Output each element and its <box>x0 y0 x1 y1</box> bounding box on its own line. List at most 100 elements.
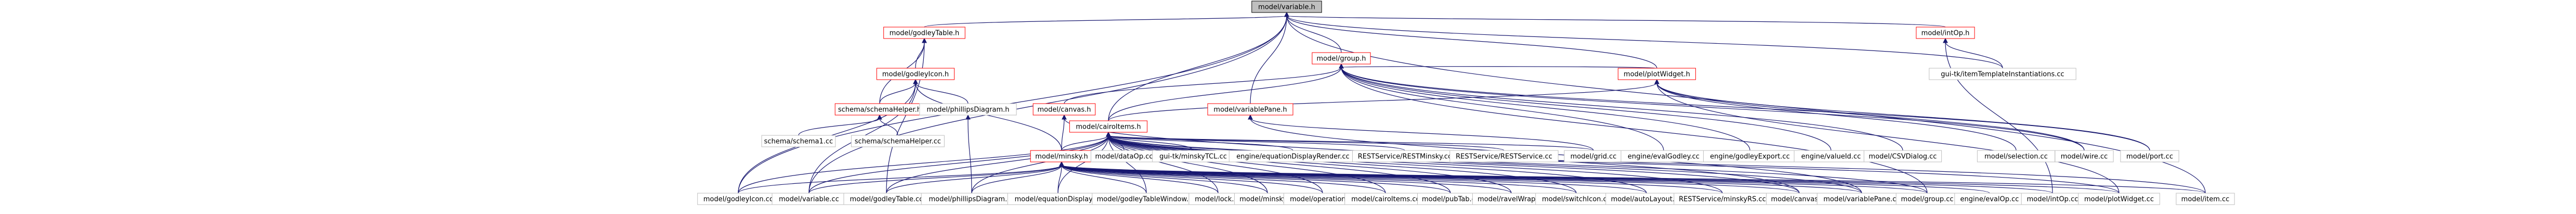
dependency-edge <box>971 131 1111 194</box>
graph-node-equation-display-cc[interactable]: model/equationDisplay.cc <box>1007 193 1109 205</box>
graph-node-cairo-items-h[interactable]: model/cairoItems.h <box>1069 120 1148 133</box>
dependency-edge <box>965 114 972 194</box>
edge-line <box>798 118 880 136</box>
edge-line <box>1061 165 1219 194</box>
graph-node-item-cc[interactable]: model/item.cc <box>2176 193 2235 205</box>
graph-node-grid-cc[interactable]: model/grid.cc <box>1564 150 1623 162</box>
node-label: model/intOp.h <box>1921 30 1970 37</box>
graph-node-variable-pane-cc[interactable]: model/variablePane.cc <box>1816 193 1907 205</box>
node-box <box>1312 52 1371 65</box>
graph-node-godley-table-h[interactable]: model/godleyTable.h <box>883 27 965 39</box>
edge-line <box>1656 82 2120 194</box>
edge-line <box>1061 135 1109 151</box>
graph-node-operation-cc[interactable]: model/operation.cc <box>1283 193 1362 205</box>
graph-node-godley-icon-h[interactable]: model/godleyIcon.h <box>876 68 955 80</box>
edge-arrowhead <box>1062 114 1067 120</box>
graph-node-eval-godley-cc[interactable]: engine/evalGodley.cc <box>1620 150 1707 162</box>
graph-node-wire-cc[interactable]: model/wire.cc <box>2055 150 2114 162</box>
node-label: model/CSVDialog.cc <box>1869 153 1937 161</box>
graph-node-schema-helper-cc[interactable]: schema/schemaHelper.cc <box>851 135 945 147</box>
graph-node-data-op-cc[interactable]: model/dataOp.cc <box>1091 150 1157 162</box>
edge-line <box>1108 135 1323 194</box>
graph-node-group-cc[interactable]: model/group.cc <box>1895 193 1959 205</box>
graph-node-godley-table-cc[interactable]: model/godleyTable.cc <box>843 193 930 205</box>
graph-node-eval-op-cc[interactable]: engine/evalOp.cc <box>1954 193 2025 205</box>
graph-node-variable-h[interactable]: model/variable.h <box>1251 1 1322 13</box>
edge-line <box>1250 118 1594 151</box>
graph-node-port-cc[interactable]: model/port.cc <box>2120 150 2179 162</box>
graph-node-valueid-cc[interactable]: engine/valueId.cc <box>1794 150 1868 162</box>
graph-node-variable-pane-h[interactable]: model/variablePane.h <box>1207 103 1293 116</box>
graph-node-intop-h[interactable]: model/intOp.h <box>1916 27 1975 39</box>
edge-line <box>1108 135 1862 194</box>
dependency-edge <box>1106 131 1723 194</box>
node-label: model/plotWidget.h <box>1624 71 1690 79</box>
node-box <box>883 27 965 39</box>
graph-node-minsky-tcl-cc[interactable]: gui-tk/minskyTCL.cc <box>1152 150 1234 162</box>
edge-line <box>1341 67 2085 151</box>
graph-node-rest-service-minsky-tcl-cc[interactable]: RESTService/minskyRS.cc <box>1673 193 1771 205</box>
node-label: gui-tk/minskyTCL.cc <box>1159 153 1227 161</box>
graph-node-canvas-cc[interactable]: model/canvas.cc <box>1766 193 1833 205</box>
edge-arrowhead <box>1654 79 1659 84</box>
graph-node-selection-cc[interactable]: model/selection.cc <box>1977 150 2056 162</box>
edge-line <box>1341 67 1903 151</box>
graph-node-plot-widget-h[interactable]: model/plotWidget.h <box>1617 68 1696 80</box>
graph-node-phillips-diagram-cc[interactable]: model/phillipsDiagram.cc <box>921 193 1023 205</box>
node-label: schema/schema1.cc <box>764 138 833 146</box>
dependency-edge <box>1106 131 1405 151</box>
graph-node-csv-dialog-cc[interactable]: model/CSVDialog.cc <box>1863 150 1942 162</box>
graph-node-schema1-cc[interactable]: schema/schema1.cc <box>761 135 836 147</box>
graph-node-lock-cc[interactable]: model/lock.cc <box>1188 193 1248 205</box>
dependency-edge <box>913 79 969 104</box>
graph-node-godley-table-window-cc[interactable]: model/godleyTableWindow.cc <box>1092 193 1201 205</box>
edge-line <box>738 15 1287 194</box>
graph-node-cairo-items-cc[interactable]: model/cairoItems.cc <box>1344 193 1427 205</box>
node-label: engine/evalGodley.cc <box>1628 153 1699 161</box>
graph-node-minsky-h[interactable]: model/minsky.h <box>1030 150 1093 162</box>
graph-nodes: model/variable.h model/godleyTable.h model… <box>697 1 2235 205</box>
graph-node-variable-cc[interactable]: model/variable.cc <box>772 193 846 205</box>
graph-node-godley-export-cc[interactable]: engine/godleyExport.cc <box>1703 150 1797 162</box>
graph-node-auto-layout-cc[interactable]: model/autoLayout.cc <box>1605 193 1688 205</box>
node-box <box>876 68 955 80</box>
node-box <box>919 103 1017 116</box>
edge-line <box>1061 165 1323 194</box>
graph-node-switch-icon-cc[interactable]: model/switchIcon.cc <box>1535 193 1617 205</box>
node-label: gui-tk/itemTemplateInstantiations.cc <box>1941 71 2064 79</box>
graph-node-pub-tab-cc[interactable]: model/pubTab.cc <box>1417 193 1484 205</box>
graph-node-phillips-diagram-h[interactable]: model/phillipsDiagram.h <box>919 103 1017 116</box>
node-label: schema/schemaHelper.h <box>838 106 921 114</box>
edge-line <box>1341 67 2150 151</box>
graph-node-schema-helper-h[interactable]: schema/schemaHelper.h <box>834 103 925 116</box>
edge-line <box>808 15 1287 194</box>
graph-node-equation-display-render-cc[interactable]: engine/equationDisplayRender.cc <box>1228 150 1357 162</box>
graph-node-rest-service-rest-minsky-cc[interactable]: RESTService/RESTMinsky.cc <box>1352 150 1457 162</box>
graph-node-canvas-h[interactable]: model/canvas.h <box>1032 103 1096 116</box>
node-label: model/group.cc <box>1901 196 1953 204</box>
edge-line <box>1108 135 1647 194</box>
edge-line <box>1286 15 1946 28</box>
node-label: model/grid.cc <box>1571 153 1617 161</box>
node-label: model/minsky.h <box>1035 153 1088 161</box>
graph-node-int-op-cc[interactable]: model/intOp.cc <box>2021 193 2084 205</box>
edge-line <box>967 118 972 194</box>
node-label: model/ravelWrap.cc <box>1477 196 1545 204</box>
node-label: RESTService/RESTService.cc <box>1456 153 1552 161</box>
edge-line <box>1061 165 1577 194</box>
node-box <box>2120 150 2179 162</box>
node-label: model/godleyIcon.h <box>882 71 949 79</box>
node-label: model/variable.h <box>1258 4 1315 11</box>
graph-node-ravel-wrap-cc[interactable]: model/ravelWrap.cc <box>1472 193 1551 205</box>
graph-node-plot-widget-cc[interactable]: model/plotWidget.cc <box>2078 193 2160 205</box>
graph-node-group-h[interactable]: model/group.h <box>1312 52 1371 65</box>
edge-line <box>1108 135 1512 194</box>
node-label: model/variablePane.h <box>1213 106 1287 114</box>
edge-line <box>1108 135 1405 151</box>
graph-node-rest-service-rest-service-cc[interactable]: RESTService/RESTService.cc <box>1449 150 1559 162</box>
graph-node-item-template-instantiations[interactable]: gui-tk/itemTemplateInstantiations.cc <box>1929 68 2076 80</box>
edge-line <box>1108 135 1577 194</box>
node-box <box>1929 68 2076 80</box>
edge-line <box>915 82 1062 151</box>
graph-node-godley-icon-cc[interactable]: model/godleyIcon.cc <box>697 193 779 205</box>
